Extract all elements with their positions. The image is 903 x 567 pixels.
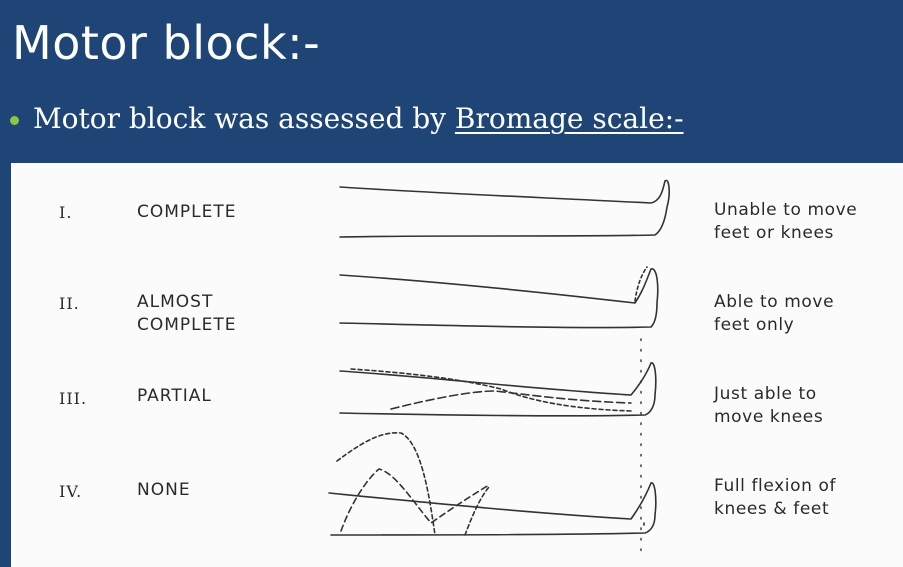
leg-diagram-complete-icon [340,180,669,237]
leg-diagram-almost-complete-icon [340,267,658,525]
grade-4-numeral: IV. [59,480,82,503]
bullet-text-prefix: Motor block was assessed by [33,102,455,135]
grade-4-description-line1: Full flexion of [714,476,836,496]
grade-1-description-line1: Unable to move [714,200,857,220]
grade-4-description-line2: knees & feet [714,499,829,519]
grade-2-description-line1: Able to move [714,292,834,312]
grade-3-label: PARTIAL [137,385,212,408]
bullet-icon [10,116,19,125]
grade-2-label-line1: ALMOST [137,292,213,312]
grade-2-numeral: II. [59,292,80,315]
grade-2-description-line2: feet only [714,315,794,335]
grade-4-label: NONE [137,479,191,502]
leg-diagram-partial-icon [340,363,656,416]
slide-title: Motor block:- [12,16,320,70]
grade-2-label-line2: COMPLETE [137,315,237,335]
leg-diagram-none-icon [329,433,656,535]
bromage-scale-link[interactable]: Bromage scale:- [455,102,684,135]
bullet-item: Motor block was assessed by Bromage scal… [10,98,684,138]
bullet-text: Motor block was assessed by Bromage scal… [33,102,684,135]
grade-3-description-line1: Just able to [714,384,817,404]
grade-3-description-line2: move knees [714,407,823,427]
grade-4-description: Full flexion of knees & feet [714,475,836,521]
grade-3-description: Just able to move knees [714,383,823,429]
grade-1-numeral: I. [59,201,72,224]
grade-2-description: Able to move feet only [714,291,834,337]
grade-1-description: Unable to move feet or knees [714,199,857,245]
grade-3-numeral: III. [59,387,87,410]
grade-1-description-line2: feet or knees [714,223,834,243]
grade-1-label: COMPLETE [137,201,237,224]
grade-2-label: ALMOST COMPLETE [137,291,237,337]
